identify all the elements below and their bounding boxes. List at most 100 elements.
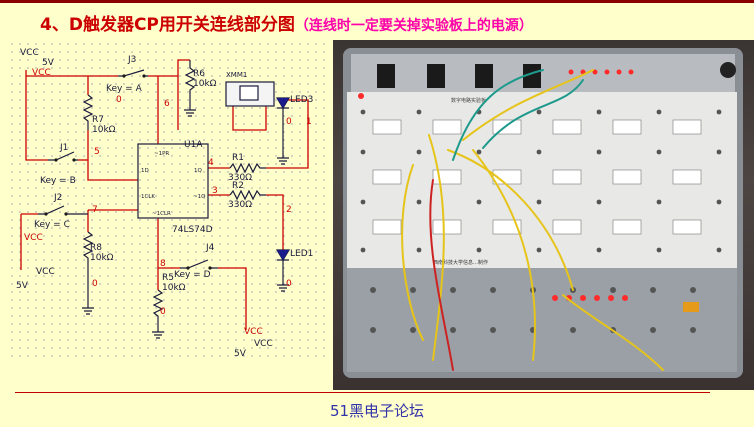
j2-key: Key = C <box>34 220 70 230</box>
r5-ref: R5 <box>162 273 174 283</box>
net-0a: 0 <box>116 95 122 105</box>
j1-key: Key = B <box>40 176 76 186</box>
components <box>38 60 291 339</box>
r6-value: 10kΩ <box>193 79 217 89</box>
meter-ref: XMM1 <box>226 71 247 79</box>
ic-sockets <box>372 119 702 235</box>
r2-resistor <box>229 189 266 201</box>
display-3 <box>475 64 493 88</box>
vcc-top-label: VCC <box>20 48 39 58</box>
volt-bottom-label: 5V <box>234 349 247 359</box>
wires <box>20 59 309 330</box>
wire-vcc-left <box>25 70 48 161</box>
j2-ref: J2 <box>53 193 62 203</box>
net-0e: 0 <box>286 279 292 289</box>
r8-value: 10kΩ <box>90 253 114 263</box>
ground-led3 <box>277 155 289 165</box>
pin-clr: ~1CLR <box>152 211 171 217</box>
r8-resistor <box>82 231 94 302</box>
red-wire-1 <box>429 179 454 371</box>
net-labels: 0 6 5 4 0 1 3 2 7 8 0 0 0 <box>92 95 312 317</box>
yellow-wire-6 <box>562 294 664 371</box>
wire-net5 <box>87 130 138 181</box>
yellow-wire-4 <box>462 69 594 141</box>
jumper-wires <box>401 69 664 371</box>
display-2 <box>427 64 445 88</box>
bottom-border-line <box>15 392 710 393</box>
r7-resistor <box>82 94 94 130</box>
board-white <box>347 92 737 268</box>
j3-ref: J3 <box>127 55 136 65</box>
title-main: 4、D触发器CP用开关连线部分图 <box>40 15 295 35</box>
r5-resistor <box>152 289 164 328</box>
wire-j4-vcc <box>218 267 247 330</box>
net-3: 3 <box>212 186 218 196</box>
footer-text: 51黑电子论坛 <box>329 402 425 420</box>
board-label: 数字电路实验板 <box>451 97 486 104</box>
wire-net1 <box>266 99 309 169</box>
vcc-top-red-label: VCC <box>32 68 51 78</box>
display-4 <box>523 64 541 88</box>
volt-left-label: 5V <box>16 281 29 291</box>
j2-vcc: VCC <box>24 233 43 243</box>
top-border-line <box>0 0 754 3</box>
net-5: 5 <box>94 147 100 157</box>
power-knob <box>720 62 736 78</box>
r1-resistor <box>229 162 266 174</box>
wire-meter <box>232 105 267 131</box>
chip-pins: ~1PR 1D 1Q 1CLK ~1Q ~1CLR <box>141 151 206 217</box>
teal-wire-1 <box>452 69 544 161</box>
lab-board-svg: 数字电路实验板 西南科技大学信息…制作 <box>343 48 743 378</box>
yellow-wire-2 <box>428 134 445 361</box>
net-0b: 0 <box>286 117 292 127</box>
net-7: 7 <box>92 205 98 215</box>
r1-value: 330Ω <box>228 173 252 183</box>
net-6: 6 <box>164 99 170 109</box>
board-bottom-label: 西南科技大学信息…制作 <box>433 259 488 266</box>
chip-body <box>137 143 209 219</box>
chip-ref: U1A <box>184 140 203 150</box>
j4-key: Key = D <box>174 270 211 280</box>
ground-led1 <box>277 280 289 292</box>
seven-seg-displays <box>377 64 541 88</box>
yellow-wire-5 <box>472 149 536 361</box>
red-leds <box>358 69 634 301</box>
net-0d: 0 <box>160 307 166 317</box>
pin-nq: ~1Q <box>193 194 206 200</box>
board-lower-panel <box>347 268 737 372</box>
net-8: 8 <box>160 259 166 269</box>
led1-fill <box>277 250 289 260</box>
led-fills <box>277 98 289 260</box>
j4-ref: J4 <box>205 243 215 253</box>
net-0c: 0 <box>92 279 98 289</box>
slide-title: 4、D触发器CP用开关连线部分图（连线时一定要关掉实验板上的电源） <box>40 10 533 35</box>
net-2: 2 <box>286 205 292 215</box>
j1-ref: J1 <box>59 143 68 153</box>
case-top-panel <box>351 54 735 94</box>
pin-clk: 1CLK <box>141 194 155 200</box>
vcc-bottom-label: VCC <box>254 339 273 349</box>
net-1: 1 <box>306 117 312 127</box>
led3-fill <box>277 98 289 108</box>
chip-part: 74LS74D <box>172 225 213 235</box>
ground-r8 <box>82 302 94 315</box>
j3-key: Key = A <box>106 84 143 94</box>
r2-ref: R2 <box>232 181 244 191</box>
vcc-left-label: VCC <box>36 267 55 277</box>
wire-j3-r6 <box>148 59 190 77</box>
ground-r6 <box>184 100 196 117</box>
meter-display <box>239 85 259 101</box>
labels: VCC 5V VCC J3 Key = A R6 10kΩ R7 10kΩ J1… <box>16 48 313 359</box>
r2-value: 330Ω <box>228 200 252 210</box>
r1-ref: R1 <box>232 153 244 163</box>
led3-label: LED3 <box>290 95 313 105</box>
vcc-bottom-red: VCC <box>244 327 263 337</box>
display-1 <box>377 64 395 88</box>
pin-pr: ~1PR <box>154 151 169 157</box>
lab-board-photo: 数字电路实验板 西南科技大学信息…制作 <box>333 40 754 390</box>
pin-q: 1Q <box>194 168 202 174</box>
led1-label: LED1 <box>290 249 313 259</box>
r5-value: 10kΩ <box>162 283 186 293</box>
title-note: （连线时一定要关掉实验板上的电源） <box>294 18 533 34</box>
yellow-wire-3 <box>447 149 574 291</box>
